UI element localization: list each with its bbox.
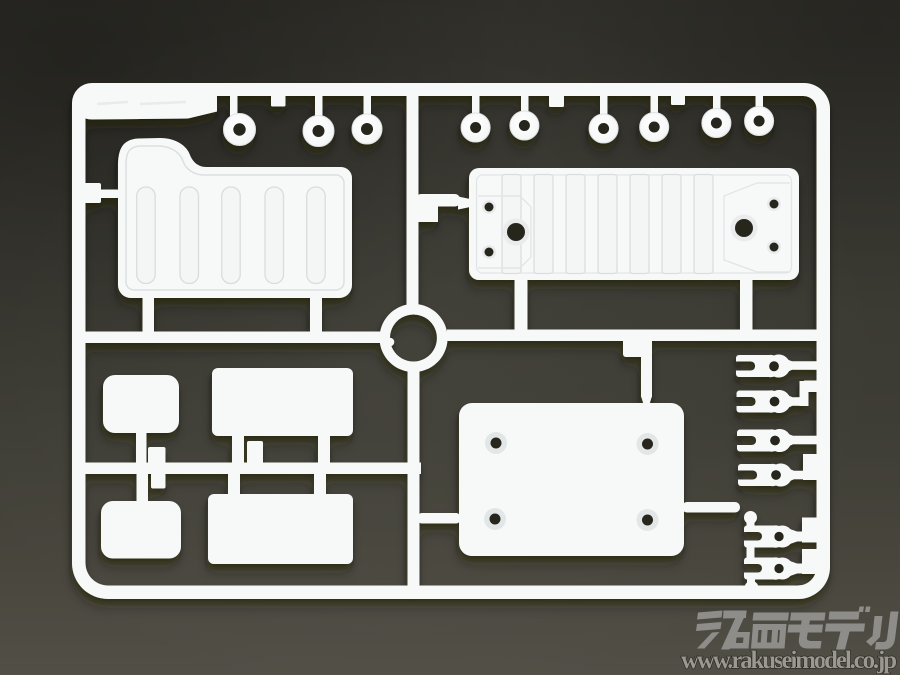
svg-text:www.rakuseimodel.co.jp: www.rakuseimodel.co.jp	[681, 647, 897, 674]
